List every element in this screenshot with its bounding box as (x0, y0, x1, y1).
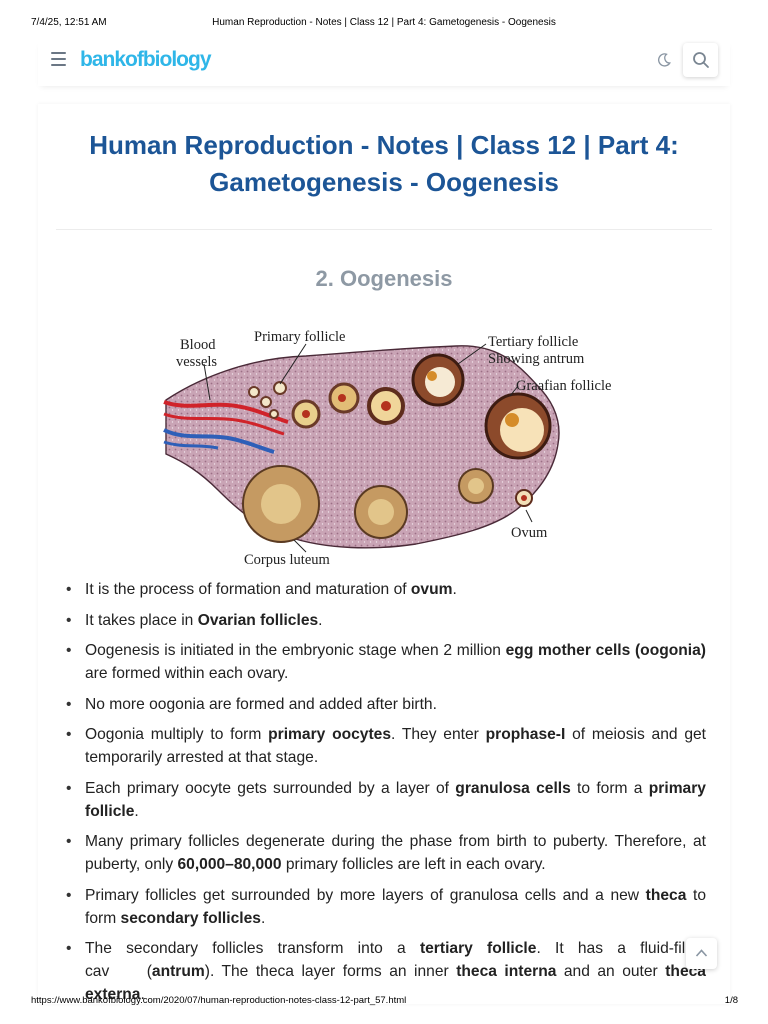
list-item: The secondary follicles transform into a… (66, 937, 706, 1006)
print-page-title: Human Reproduction - Notes | Class 12 | … (212, 17, 556, 28)
scroll-to-top-button[interactable] (686, 938, 717, 969)
label-blood: Blood (180, 337, 216, 353)
oocyte (427, 371, 437, 381)
menu-icon[interactable] (51, 52, 67, 66)
corpus-luteum-core (368, 499, 394, 525)
oocyte (381, 401, 391, 411)
list-item: No more oogonia are formed and added aft… (66, 693, 706, 716)
oocyte (505, 413, 519, 427)
print-timestamp: 7/4/25, 12:51 AM (31, 17, 107, 28)
print-page-number: 1/8 (724, 995, 738, 1006)
ovary-diagram: Blood vessels Primary follicle Tertiary … (163, 329, 611, 568)
label-ovum: Ovum (511, 525, 548, 541)
list-item: Each primary oocyte gets surrounded by a… (66, 777, 706, 823)
label-showing-antrum: Showing antrum (488, 351, 585, 367)
print-url: https://www.bankofbiology.com/2020/07/hu… (31, 995, 407, 1006)
title-divider (56, 229, 712, 230)
search-icon (693, 52, 709, 68)
moon-icon[interactable] (656, 52, 672, 68)
label-tertiary-follicle: Tertiary follicle (488, 334, 578, 350)
label-vessels: vessels (176, 354, 217, 370)
corpus-luteum-core (261, 484, 301, 524)
section-heading: 2. Oogenesis (315, 266, 453, 291)
list-item: Oogenesis is initiated in the embryonic … (66, 639, 706, 685)
site-header: bankofbiology (38, 40, 730, 86)
ovum-nucleus (521, 495, 527, 501)
primary-follicles (248, 381, 287, 419)
list-item: It is the process of formation and matur… (66, 578, 706, 601)
list-item: Oogonia multiply to form primary oocytes… (66, 723, 706, 769)
post-title-line2: Gametogenesis - Oogenesis (209, 167, 559, 197)
label-graafian-follicle: Graafian follicle (516, 378, 611, 394)
corpus-luteum-core (468, 478, 484, 494)
label-corpus-luteum: Corpus luteum (244, 552, 331, 568)
label-leaders (203, 343, 533, 553)
list-item: Many primary follicles degenerate during… (66, 830, 706, 876)
list-item: Primary follicles get surrounded by more… (66, 884, 706, 930)
chevron-up-icon (695, 949, 708, 957)
search-button[interactable] (683, 43, 718, 77)
site-logo[interactable]: bankofbiology (80, 48, 211, 71)
label-primary-follicle: Primary follicle (254, 329, 345, 345)
list-item: It takes place in Ovarian follicles. (66, 609, 706, 632)
antrum (425, 367, 455, 397)
oocyte (338, 394, 346, 402)
bullet-list: It is the process of formation and matur… (66, 578, 706, 1014)
print-header: 7/4/25, 12:51 AM Human Reproduction - No… (0, 17, 768, 31)
antrum (500, 408, 544, 452)
post-title-line1: Human Reproduction - Notes | Class 12 | … (89, 130, 679, 160)
oocyte (302, 410, 310, 418)
post-title: Human Reproduction - Notes | Class 12 | … (56, 127, 712, 201)
